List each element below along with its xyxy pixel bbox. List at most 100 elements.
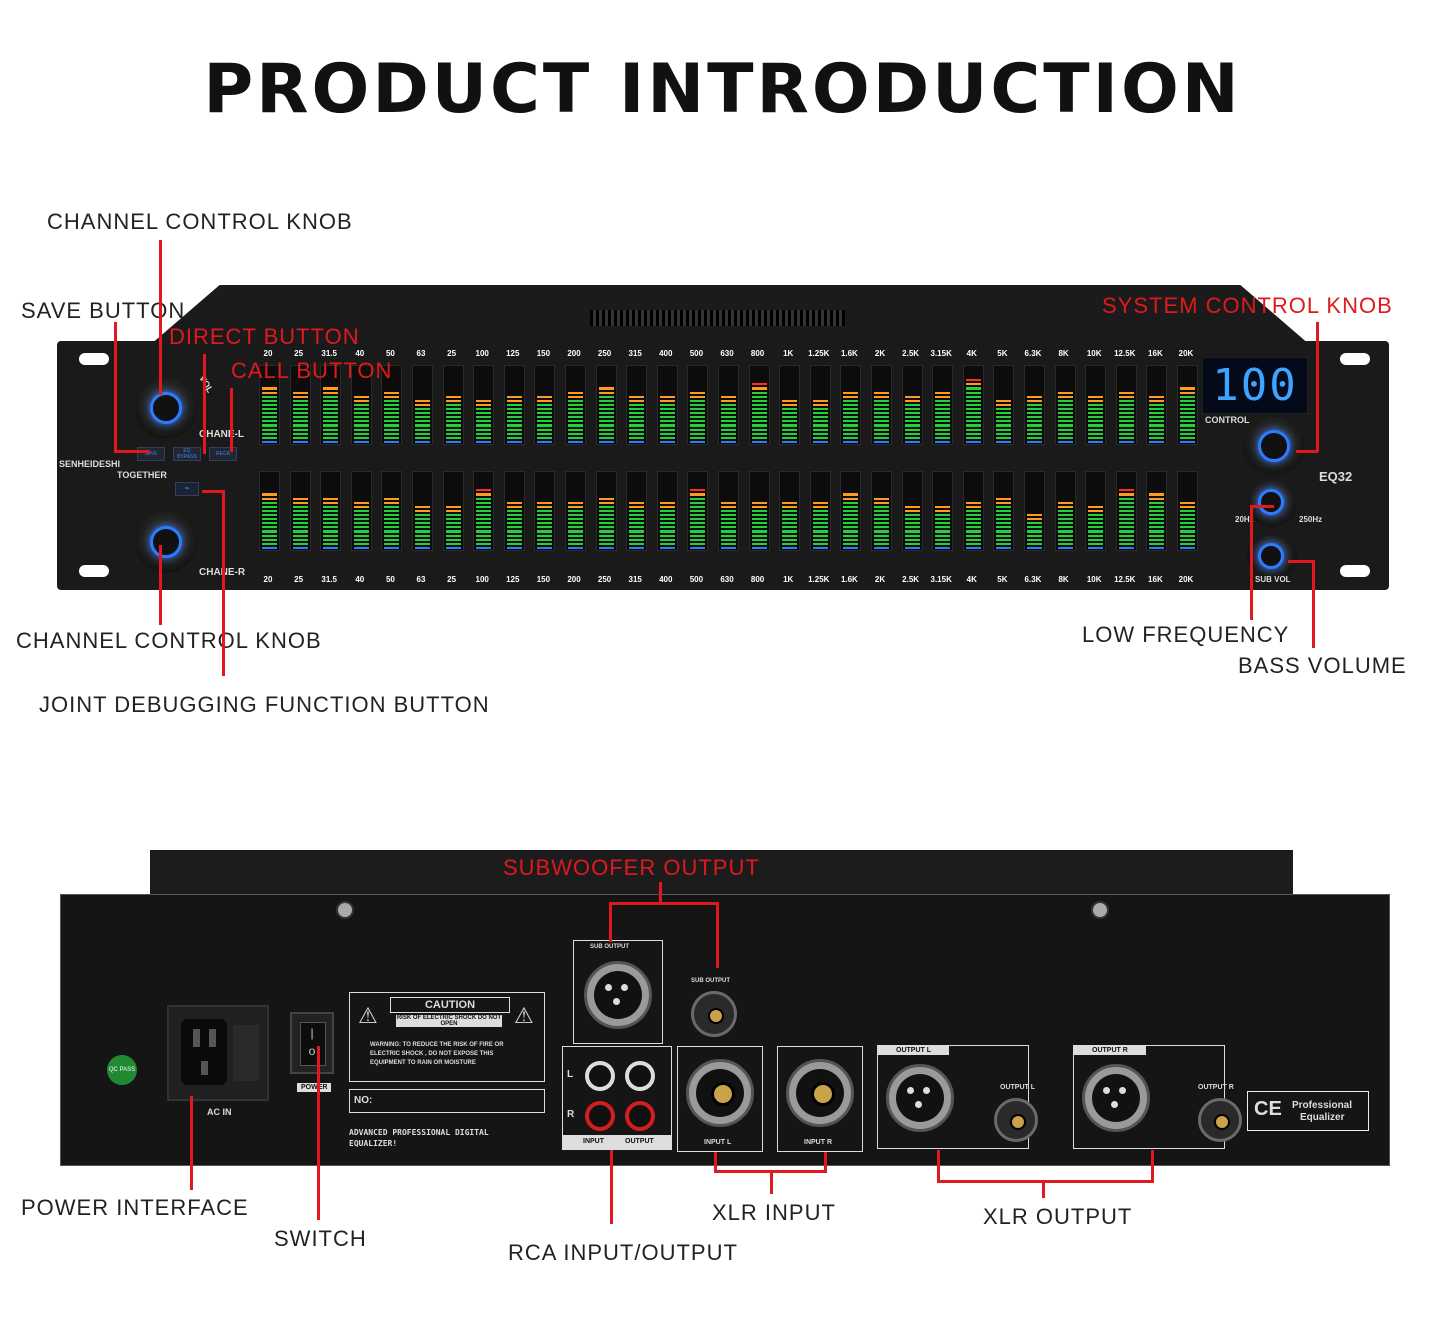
freq-label-bottom: 16K: [1148, 575, 1163, 584]
freq-label-bottom: 400: [659, 575, 673, 584]
eq-meter: [381, 365, 403, 445]
eq-meter: [1177, 471, 1198, 551]
freq-label-bottom: 1K: [783, 575, 794, 584]
power-socket[interactable]: [167, 1005, 269, 1101]
label-call-button: CALL BUTTON: [231, 358, 393, 383]
channel-r-knob[interactable]: [135, 511, 197, 573]
xlr-input-r[interactable]: [786, 1059, 854, 1127]
freq-label-top: 10K: [1086, 349, 1102, 358]
channel-l-knob[interactable]: [135, 377, 197, 439]
freq-label-top: 150: [536, 349, 551, 358]
freq-label-top: 400: [659, 349, 673, 358]
freq-label-bottom: 8K: [1058, 575, 1069, 584]
freq-label-bottom: 63: [416, 575, 426, 584]
eq-meter: [871, 471, 892, 551]
output-r-jack[interactable]: [1198, 1098, 1242, 1142]
power-label: POWER: [297, 1083, 332, 1092]
eq-meter: [503, 365, 525, 445]
eq-meter: [901, 471, 923, 551]
label-bass-volume: BASS VOLUME: [1238, 653, 1407, 678]
sub-output-jack[interactable]: [691, 991, 737, 1037]
eq-meter: [626, 365, 648, 445]
xlr-output-r[interactable]: [1082, 1064, 1150, 1132]
freq-label-bottom: 25: [294, 575, 304, 584]
eq-meter: [1146, 365, 1168, 445]
rca-output-label: OUTPUT: [625, 1138, 654, 1145]
eq-bypass-button[interactable]: EQ BYPASS: [173, 447, 201, 461]
freq-label-bottom: 6.3K: [1024, 575, 1042, 584]
xlr-output-l[interactable]: [886, 1064, 954, 1132]
eq-meter: [1085, 471, 1107, 551]
eq-meter: [1115, 365, 1137, 445]
xlr-input-l[interactable]: [686, 1059, 754, 1127]
eq-meter: [1054, 365, 1076, 445]
front-panel: VOL CHANE-L SAVE EQ BYPASS RECA SENHEIDE…: [57, 341, 1389, 590]
freq-label-top: 2K: [874, 349, 886, 358]
freq-label-top: 63: [416, 349, 426, 358]
callout-line: [824, 1152, 827, 1172]
output-l-jack[interactable]: [994, 1098, 1038, 1142]
callout-line: [1316, 322, 1319, 452]
callout-line: [770, 1170, 773, 1194]
rca-input-r[interactable]: [585, 1101, 615, 1131]
xlr-input-r-box: INPUT R: [777, 1046, 863, 1152]
callout-line: [159, 545, 162, 625]
sub-output-label: SUB OUTPUT: [590, 944, 629, 950]
freq-label-bottom: 1.25K: [808, 575, 830, 584]
bass-volume-knob[interactable]: [1247, 535, 1297, 579]
freq-label-bottom: 25: [447, 575, 457, 584]
rack-slot: [79, 353, 109, 365]
callout-line: [1250, 505, 1253, 620]
power-switch[interactable]: | o: [290, 1012, 334, 1074]
eq-meter: [350, 365, 372, 445]
rca-l-label: L: [567, 1069, 574, 1080]
freq-label-top: 1K: [783, 349, 794, 358]
chane-l-label: CHANE-L: [199, 429, 244, 440]
output-l-jack-label: OUTPUT L: [1000, 1084, 1035, 1091]
callout-line: [1296, 450, 1318, 453]
freq-label-top: 50: [385, 349, 395, 358]
eq-meter: [534, 365, 556, 445]
eq-meter: [473, 365, 495, 445]
rca-output-r[interactable]: [625, 1101, 655, 1131]
model-label: EQ32: [1319, 469, 1353, 484]
eq-meter: [595, 365, 617, 445]
rack-slot: [79, 565, 109, 577]
eq-meter: [840, 365, 862, 445]
eq-meter: [718, 365, 739, 445]
eq-meter: [779, 471, 801, 551]
label-rca: RCA INPUT/OUTPUT: [508, 1240, 738, 1265]
eq-meter: [809, 365, 831, 445]
system-control-knob[interactable]: [1243, 417, 1305, 475]
callout-line: [1250, 505, 1274, 508]
eq-meter: [1024, 471, 1045, 551]
freq-label-bottom: 31.5: [321, 575, 337, 584]
caution-title: CAUTION: [390, 997, 510, 1013]
freq-label-top: 2.5K: [902, 349, 920, 358]
page-title: PRODUCT INTRODUCTION: [203, 50, 1242, 129]
eq-meter: [1177, 365, 1198, 445]
control-label: CONTROL: [1205, 415, 1250, 425]
ac-in-label: AC IN: [207, 1107, 232, 1117]
low-frequency-knob[interactable]: [1247, 479, 1297, 527]
callout-line: [317, 1046, 320, 1220]
freq-label-top: 8K: [1058, 349, 1069, 358]
callout-line: [1151, 1150, 1154, 1182]
hz20-label: 20Hz: [1235, 515, 1254, 524]
freq-label-top: 16K: [1148, 349, 1163, 358]
vol-label: VOL: [197, 373, 216, 395]
eq-meter: [503, 471, 525, 551]
eq-meter: [473, 471, 495, 551]
freq-label-bottom: 1.6K: [840, 575, 858, 584]
rack-slot: [1340, 353, 1370, 365]
output-r-label: OUTPUT R: [1074, 1046, 1146, 1055]
eq-meter: [626, 471, 648, 551]
callout-line: [937, 1150, 940, 1182]
rca-input-l[interactable]: [585, 1061, 615, 1091]
eq-meter: [932, 365, 954, 445]
callout-line: [609, 902, 719, 905]
joint-debugging-button[interactable]: ⇆: [175, 482, 199, 496]
rca-output-l[interactable]: [625, 1061, 655, 1091]
sub-output-xlr[interactable]: [584, 961, 652, 1029]
output-l-box: OUTPUT L OUTPUT L: [877, 1045, 1038, 1149]
